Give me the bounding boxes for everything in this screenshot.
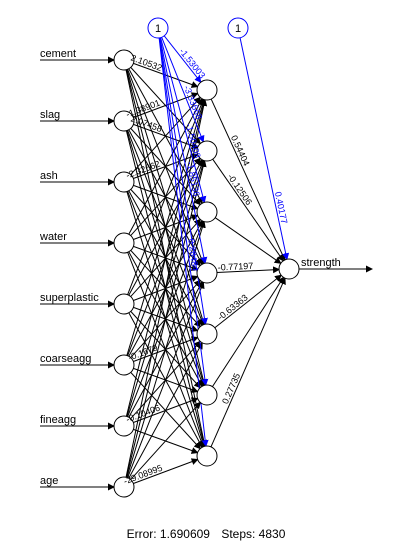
edge-bias-hidden-2 xyxy=(160,37,207,204)
weight-hidden-6-output: 0.27735 xyxy=(220,372,242,406)
input-label-cement: cement xyxy=(40,48,76,60)
input-node-slag xyxy=(113,110,135,132)
input-label-coarseagg: coarseagg xyxy=(40,353,91,365)
hidden-node-6 xyxy=(196,384,218,406)
edge-input-7-hidden-4 xyxy=(128,341,203,479)
edge-hidden-2-output xyxy=(214,217,282,264)
input-label-ash: ash xyxy=(40,170,58,182)
weight-bias-hidden-2: -1.50408 xyxy=(184,122,203,159)
input-label-fineagg: fineagg xyxy=(40,414,76,426)
edge-input-7-hidden-1 xyxy=(125,159,207,478)
weight-hidden-4-output: -0.63363 xyxy=(216,292,250,322)
edge-input-7-hidden-3 xyxy=(127,281,205,478)
input-node-fineagg xyxy=(113,415,135,437)
input-node-water xyxy=(113,232,135,254)
edge-bias-hidden-0 xyxy=(163,35,202,83)
input-node-coarseagg xyxy=(113,354,135,376)
edge-input-7-hidden-0 xyxy=(125,98,208,478)
hidden-node-3 xyxy=(196,201,218,223)
edge-input-7-hidden-2 xyxy=(126,220,206,478)
error-value: Error: 1.690609 xyxy=(127,527,211,541)
weight-bias-hidden-5: 0.28484 xyxy=(186,238,200,272)
input-node-age xyxy=(113,476,135,498)
hidden-node-1 xyxy=(196,79,218,101)
input-label-age: age xyxy=(40,475,58,487)
weight-hidden-3-output: -0.77197 xyxy=(217,261,253,273)
input-label-slag: slag xyxy=(40,109,60,121)
edge-input-7-hidden-5 xyxy=(130,401,201,480)
input-label-water: water xyxy=(39,231,67,243)
input-node-ash xyxy=(113,171,135,193)
hidden-node-4 xyxy=(196,262,218,284)
edge-bias-hidden-5 xyxy=(158,37,209,387)
edge-input-3-hidden-0 xyxy=(128,97,203,235)
hidden-node-2 xyxy=(196,140,218,162)
edge-hidden-3-output xyxy=(216,266,281,274)
edge-hidden-5-output xyxy=(212,276,285,387)
weight-hidden-0-output: 0.54404 xyxy=(229,134,252,168)
weight-bias-output: 0.40177 xyxy=(273,191,290,225)
bias-node-label-1: 1 xyxy=(155,23,161,35)
weight-hidden-1-output: -0.12506 xyxy=(226,172,254,207)
edge-input-5-hidden-0 xyxy=(126,98,206,356)
output-label: strength xyxy=(301,257,341,269)
edge-hidden-4-output xyxy=(214,274,282,329)
weight-bias-hidden-0: -1.53003 xyxy=(177,46,207,80)
edge-input-4-hidden-0 xyxy=(127,98,205,295)
edge-input-2-hidden-0 xyxy=(130,96,201,175)
edge-bias-hidden-1 xyxy=(161,37,205,143)
hidden-node-5 xyxy=(196,323,218,345)
hidden-node-7 xyxy=(196,445,218,467)
input-label-superplastic: superplastic xyxy=(40,292,99,304)
bias-node-label-2: 1 xyxy=(235,23,241,35)
edge-hidden-1-output xyxy=(212,158,284,262)
bias-node-2 xyxy=(227,17,249,39)
steps-value: Steps: 4830 xyxy=(221,527,285,541)
edge-bias-hidden-3 xyxy=(159,37,208,265)
input-node-superplastic xyxy=(113,293,135,315)
edge-input-7-hidden-6 xyxy=(133,458,199,484)
input-node-cement xyxy=(113,49,135,71)
training-summary: Error: 1.690609 Steps: 4830 xyxy=(127,527,286,541)
weight-input-0-hidden-0: 2.10532 xyxy=(129,53,163,73)
edge-input-1-hidden-0 xyxy=(133,92,199,118)
weight-input-2-hidden-1: -2.32662 xyxy=(125,159,162,181)
output-node xyxy=(278,258,300,280)
bias-node-1 xyxy=(147,17,169,39)
edge-bias-hidden-6 xyxy=(158,37,209,448)
edge-hidden-6-output xyxy=(210,277,286,448)
edge-bias-output xyxy=(239,37,290,261)
edge-hidden-0-output xyxy=(210,98,286,261)
